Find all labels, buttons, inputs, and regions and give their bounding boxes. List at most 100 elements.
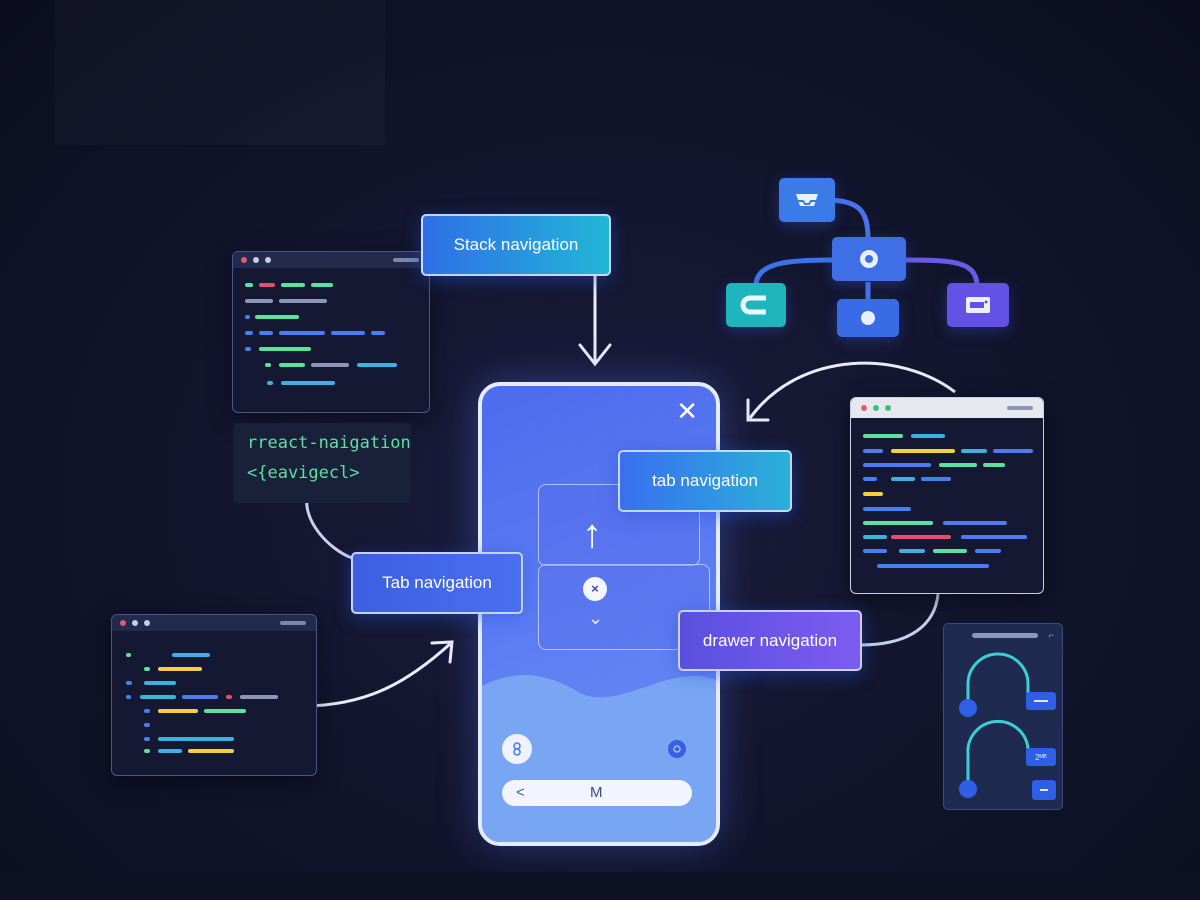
code-line <box>983 463 1005 467</box>
code-line <box>891 477 915 481</box>
code-line <box>126 653 131 657</box>
code-line <box>204 709 246 713</box>
code-line <box>144 737 150 741</box>
code-line <box>863 434 903 438</box>
package-tag: <{eavigecl> <box>247 463 360 483</box>
code-line <box>863 492 883 496</box>
target-icon <box>860 250 878 268</box>
card-icon <box>966 297 990 313</box>
code-line <box>891 449 955 453</box>
panel-flag-icon: ⌐ <box>1048 630 1054 640</box>
code-line <box>158 749 182 753</box>
code-line <box>158 709 198 713</box>
minus-button[interactable] <box>1026 692 1056 710</box>
code-line <box>172 653 210 657</box>
code-line <box>245 347 251 351</box>
code-line <box>863 521 933 525</box>
dot-icon <box>861 311 875 325</box>
code-line <box>863 449 883 453</box>
code-line <box>267 381 273 385</box>
code-line <box>311 363 349 367</box>
code-line <box>921 477 951 481</box>
code-line <box>259 347 311 351</box>
code-line <box>975 549 1001 553</box>
maximize-dot <box>885 405 891 411</box>
bottom-nav-pill[interactable]: < M <box>502 780 692 806</box>
bottom-strip <box>0 872 1200 900</box>
code-line <box>371 331 385 335</box>
minimize-dot <box>253 257 259 263</box>
code-line <box>126 695 131 699</box>
code-line <box>891 535 951 539</box>
code-line <box>226 695 232 699</box>
window-titlebar <box>851 398 1043 418</box>
close-dot <box>861 405 867 411</box>
back-icon[interactable]: < <box>516 784 525 801</box>
code-line <box>933 549 967 553</box>
titlebar-bar <box>1007 406 1033 410</box>
maximize-dot <box>144 620 150 626</box>
tab-navigation-label-upper: tab navigation <box>618 450 792 512</box>
code-line <box>877 564 989 568</box>
window-titlebar <box>233 252 429 268</box>
code-line <box>911 434 945 438</box>
code-line <box>863 549 887 553</box>
pill-label: M <box>590 784 603 801</box>
maximize-dot <box>265 257 271 263</box>
window-titlebar <box>112 615 316 631</box>
stack-navigation-label: Stack navigation <box>421 214 611 276</box>
code-line <box>993 449 1033 453</box>
code-line <box>188 749 234 753</box>
code-line <box>311 283 333 287</box>
code-line <box>863 507 911 511</box>
link-icon[interactable] <box>502 734 532 764</box>
code-line <box>245 283 253 287</box>
code-line <box>863 463 931 467</box>
code-line <box>943 521 1007 525</box>
tree-right-node <box>947 283 1009 327</box>
code-line <box>144 723 150 727</box>
code-line <box>158 667 202 671</box>
code-line <box>245 299 273 303</box>
code-line <box>357 363 397 367</box>
arrow-up-icon: ↑ <box>582 512 602 556</box>
code-line <box>939 463 977 467</box>
panel-header-bar <box>972 633 1038 638</box>
code-line <box>863 477 877 481</box>
minimize-dot <box>873 405 879 411</box>
code-window-top-left <box>232 251 430 413</box>
code-line <box>279 331 325 335</box>
code-line <box>961 535 1027 539</box>
close-marker-icon[interactable]: × <box>583 577 607 601</box>
code-line <box>144 681 176 685</box>
code-line <box>126 681 132 685</box>
code-line <box>279 363 305 367</box>
chevron-down-icon[interactable]: ⌄ <box>588 608 604 628</box>
minimize-dot <box>132 620 138 626</box>
envelope-tray-icon <box>796 194 818 206</box>
code-line <box>245 315 250 319</box>
titlebar-bar <box>280 621 306 625</box>
decrement-button[interactable] <box>1032 780 1056 800</box>
package-name: rreact-naigation <box>247 433 411 453</box>
settings-icon[interactable] <box>668 740 686 758</box>
package-snippet: rreact-naigation <{eavigecl> <box>233 423 411 503</box>
magnet-icon <box>740 295 766 315</box>
drawer-navigation-label: drawer navigation <box>678 610 862 671</box>
code-line <box>158 737 234 741</box>
close-icon[interactable]: ✕ <box>676 396 698 426</box>
code-line <box>144 749 150 753</box>
controls-panel: ⌐ 2ᴹᴱ <box>943 623 1063 810</box>
code-line <box>279 299 327 303</box>
tree-mid-node <box>837 299 899 337</box>
code-line <box>144 667 150 671</box>
code-line <box>265 363 271 367</box>
code-line <box>259 283 275 287</box>
code-line <box>899 549 925 553</box>
tab-navigation-label-left: Tab navigation <box>351 552 523 614</box>
code-window-bottom-left <box>111 614 317 776</box>
code-line <box>144 709 150 713</box>
close-dot <box>241 257 247 263</box>
code-line <box>281 381 335 385</box>
